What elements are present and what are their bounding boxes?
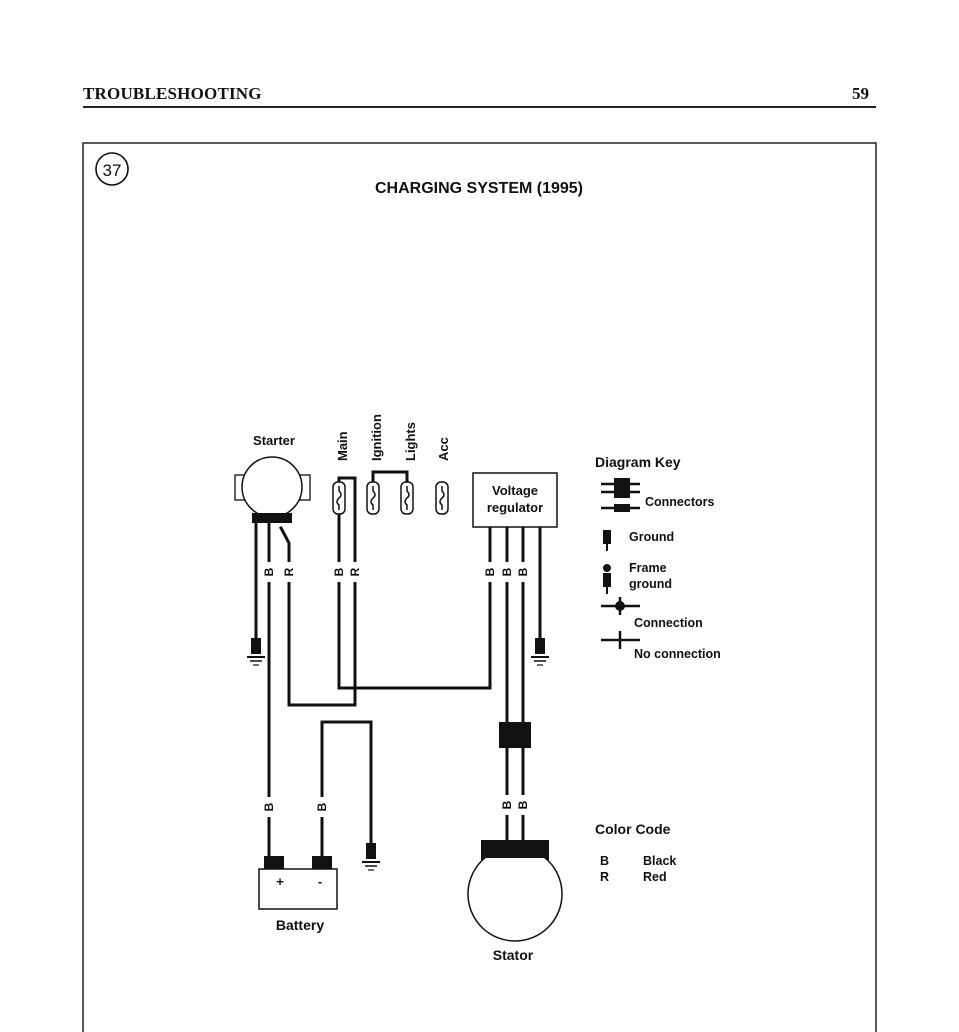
gap [484, 562, 496, 582]
ground-block [251, 638, 261, 654]
battery-terminal-neg [312, 856, 332, 869]
header-rule [83, 106, 876, 108]
section-title: TROUBLESHOOTING [83, 84, 262, 103]
wiring [254, 470, 542, 860]
starter-motor: Starter [234, 433, 311, 523]
wire-main-red [337, 525, 492, 690]
gap [263, 797, 275, 817]
gap [283, 562, 295, 582]
wire-label-gaps [263, 562, 529, 817]
battery-body [258, 868, 338, 910]
fuse-labels: Main Ignition Lights Acc [335, 414, 451, 461]
ground-block [366, 843, 376, 859]
fuses [332, 481, 449, 515]
ground-symbols [247, 638, 549, 871]
diagram-key: Diagram Key Connectors Ground Frame grou… [595, 454, 721, 661]
wire-code: B [332, 567, 346, 576]
wire-code: R [282, 567, 296, 576]
gap [501, 562, 513, 582]
stator-label: Stator [493, 947, 534, 963]
wire-code: B [500, 567, 514, 576]
wire-ignition-lights-link [371, 470, 409, 484]
starter-connector [252, 513, 292, 523]
gap [316, 797, 328, 817]
fuse-element [336, 486, 342, 510]
wire-code: B [262, 802, 276, 811]
wire-code: B [516, 567, 530, 576]
key-no-connection-label: No connection [634, 647, 721, 661]
fuse-element [439, 486, 445, 510]
key-frame-ground-dot [603, 564, 611, 572]
gap [517, 795, 529, 815]
gap [349, 562, 361, 582]
wire-code: B [315, 802, 329, 811]
key-frame-ground-block [603, 573, 611, 587]
stator: Stator [467, 840, 563, 963]
figure-number: 37 [103, 161, 122, 180]
wire-battery-neg [320, 720, 373, 860]
key-frame-ground-label-2: ground [629, 577, 672, 591]
page-number: 59 [852, 84, 869, 103]
voltage-regulator: Voltage regulator [472, 472, 558, 528]
gap [333, 562, 345, 582]
battery: + - Battery [258, 856, 338, 933]
fuse-label-ignition: Ignition [369, 414, 384, 461]
figure-frame [82, 142, 877, 1032]
fuse-element [370, 486, 376, 510]
gap [501, 795, 513, 815]
figure-title: CHARGING SYSTEM (1995) [375, 180, 583, 197]
starter-label: Starter [253, 433, 295, 448]
key-connection-label: Connection [634, 616, 703, 630]
wire-code: B [516, 800, 530, 809]
battery-plus: + [276, 874, 284, 889]
color-code-key: R [600, 870, 609, 884]
figure-number-badge [95, 152, 129, 186]
fuse-element [404, 486, 410, 510]
battery-label: Battery [276, 917, 324, 933]
gap [517, 562, 529, 582]
color-code: Color Code B Black R Red [595, 821, 676, 884]
color-code-title: Color Code [595, 821, 671, 837]
color-code-value: Red [643, 870, 667, 884]
color-code-value: Black [643, 854, 676, 868]
fuse-elements [336, 486, 445, 510]
key-frame-ground-label-1: Frame [629, 561, 667, 575]
stator-body [467, 846, 563, 942]
wire-code: R [348, 567, 362, 576]
starter-body [241, 456, 303, 518]
fuse-label-lights: Lights [403, 422, 418, 461]
wire-main-top [337, 476, 357, 707]
key-connectors-label: Connectors [645, 495, 715, 509]
key-connection-dot [615, 601, 625, 611]
gap [263, 562, 275, 582]
stator-cap-top [481, 840, 549, 858]
key-connector-block-small [614, 504, 630, 512]
wire-code: B [483, 567, 497, 576]
ground-block [535, 638, 545, 654]
battery-minus: - [318, 874, 322, 889]
voltage-regulator-label-2: regulator [487, 500, 543, 515]
fuse-label-main: Main [335, 431, 350, 461]
battery-terminal-pos [264, 856, 284, 869]
key-ground-block [603, 530, 611, 544]
voltage-regulator-label-1: Voltage [492, 483, 538, 498]
wire-codes: B R B R B B B B B B B [262, 567, 530, 811]
key-connector-block [614, 478, 630, 498]
wire-code: B [500, 800, 514, 809]
diagram-key-title: Diagram Key [595, 454, 681, 470]
color-code-key: B [600, 854, 609, 868]
wire-starter-red [278, 525, 357, 707]
fuse-label-acc: Acc [436, 437, 451, 461]
key-ground-label: Ground [629, 530, 674, 544]
voltage-regulator-box [472, 472, 558, 528]
wire-code: B [262, 567, 276, 576]
stator-connector [499, 722, 531, 748]
